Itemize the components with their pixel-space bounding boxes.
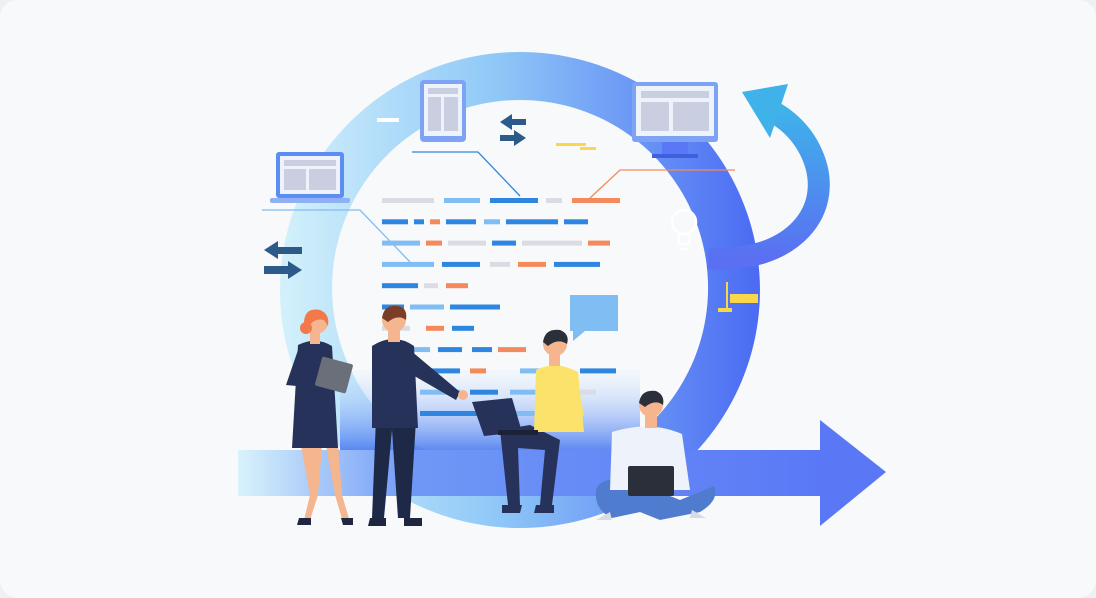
code-bar	[554, 261, 600, 267]
speech-bubble-icon	[570, 295, 618, 341]
code-bar	[510, 389, 540, 395]
code-bar	[426, 240, 442, 246]
connector-lines	[262, 151, 735, 263]
laptop-icon	[270, 152, 350, 203]
code-bar	[382, 198, 434, 203]
code-bar	[420, 389, 460, 395]
code-bar	[580, 368, 616, 374]
code-bar	[410, 304, 444, 310]
code-bar	[438, 347, 462, 353]
code-bar	[442, 261, 480, 267]
code-bar	[382, 261, 434, 267]
code-bar	[424, 283, 438, 289]
cycle-arrow-icon	[707, 84, 830, 270]
code-bar	[470, 389, 498, 395]
code-bar	[564, 219, 588, 225]
person-man-standing	[368, 305, 468, 526]
code-bar	[382, 240, 420, 246]
code-bar	[490, 261, 510, 267]
code-bar	[420, 411, 486, 416]
code-bar	[500, 411, 540, 416]
code-bar	[452, 325, 474, 331]
code-bar	[546, 198, 562, 203]
tablet-icon	[420, 80, 466, 142]
code-bar	[490, 198, 538, 203]
code-bar	[588, 240, 610, 246]
code-bar	[430, 368, 460, 374]
code-bar	[382, 219, 408, 225]
code-bar	[472, 347, 492, 353]
code-bar	[444, 198, 480, 203]
code-bar	[522, 240, 582, 246]
person-man-cross-legged	[595, 390, 716, 520]
code-bar	[446, 219, 476, 225]
code-bar	[492, 240, 516, 246]
code-bar	[518, 261, 546, 267]
lightbulb-icon	[670, 208, 698, 251]
code-bar	[484, 219, 500, 225]
code-bar	[430, 219, 440, 225]
code-bar	[446, 283, 468, 289]
code-bar	[450, 304, 500, 310]
exchange-arrows-icon	[500, 114, 526, 146]
code-bar	[448, 240, 486, 246]
monitor-icon	[632, 82, 718, 158]
person-woman-tablet	[286, 309, 353, 525]
yellow-accents	[556, 143, 758, 312]
code-bar	[470, 368, 486, 374]
person-man-yellow-laptop	[472, 329, 584, 513]
exchange-arrows-icon	[264, 241, 302, 279]
code-bar	[506, 219, 558, 225]
code-bar	[498, 347, 526, 353]
code-bar	[382, 283, 418, 289]
code-bar	[414, 219, 424, 225]
code-bar	[426, 325, 444, 331]
decor-dash	[377, 118, 399, 122]
code-bar	[572, 198, 620, 203]
